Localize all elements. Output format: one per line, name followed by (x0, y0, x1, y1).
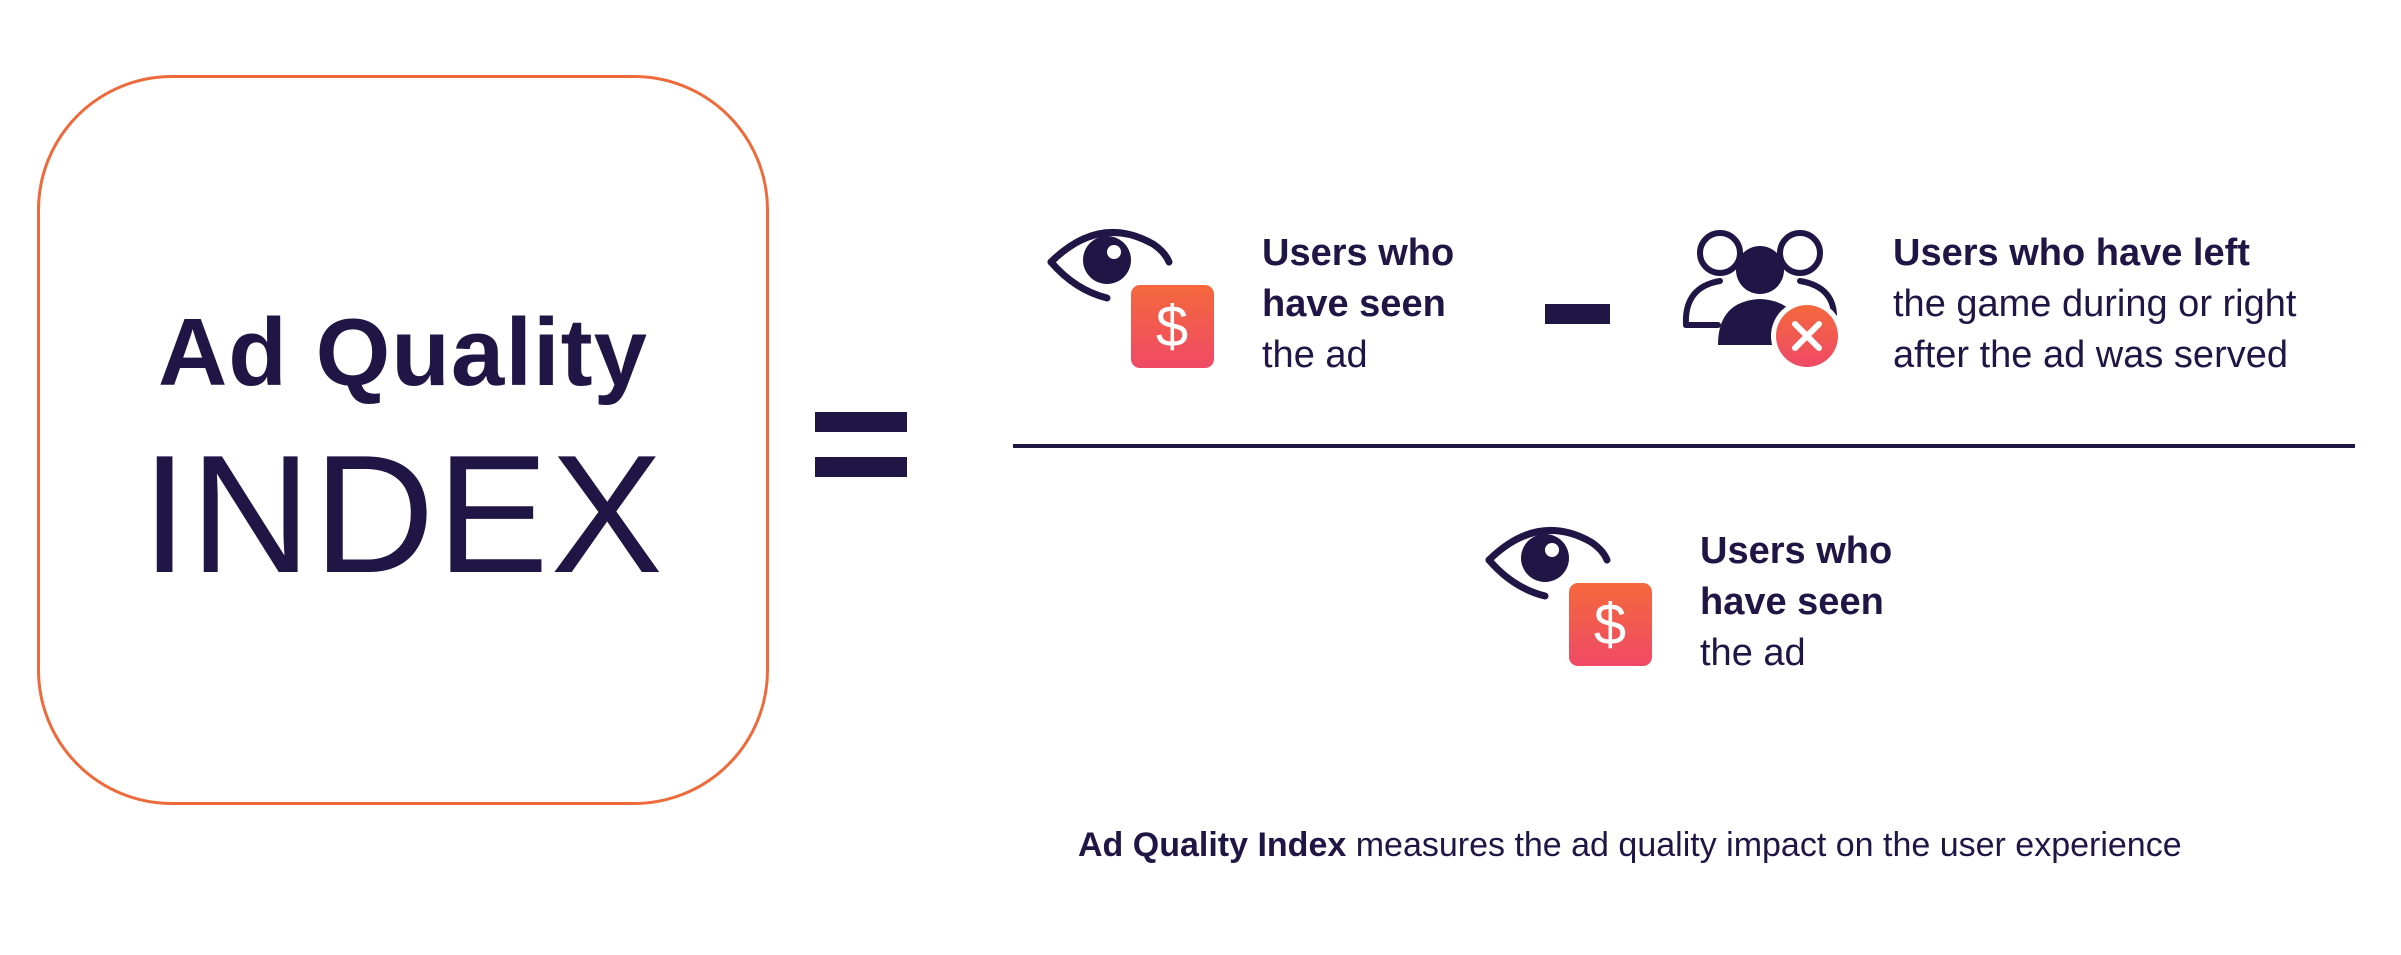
numerator-term2-line2: the game during or right (1893, 283, 2297, 325)
caption-bold: Ad Quality Index (1078, 826, 1347, 864)
ad-quality-index-box (37, 75, 769, 805)
index-title: INDEX (141, 420, 665, 608)
caption: Ad Quality Index measures the ad quality… (1078, 824, 2182, 866)
eye-dollar-icon: $ (1047, 228, 1214, 368)
numerator-term1-line1: Users who (1262, 232, 1455, 274)
minus-sign (1545, 304, 1610, 324)
numerator-term1-line2: have seen (1262, 283, 1446, 325)
numerator-term1-text: Users who have seen the ad (1262, 228, 1454, 381)
fraction-line (1013, 444, 2355, 448)
numerator-term2-text: Users who have left the game during or r… (1893, 228, 2296, 381)
denominator-line2: have seen (1700, 581, 1884, 623)
denominator-line3: the ad (1700, 632, 1806, 674)
numerator-term2-line3: after the ad was served (1893, 334, 2288, 376)
equals-bar-top (815, 412, 907, 432)
caption-rest: measures the ad quality impact on the us… (1346, 826, 2182, 864)
denominator-line1: Users who (1700, 530, 1893, 572)
svg-text:$: $ (1594, 592, 1626, 657)
denominator-text: Users who have seen the ad (1700, 526, 1892, 679)
svg-text:$: $ (1156, 294, 1188, 359)
numerator-term2-line1: Users who have left (1893, 232, 2250, 274)
eye-dollar-icon: $ (1485, 526, 1652, 666)
users-x-icon (1682, 230, 1843, 372)
ad-quality-title: Ad Quality (157, 299, 649, 406)
numerator-term1-line3: the ad (1262, 334, 1368, 376)
equals-bar-bottom (815, 457, 907, 477)
